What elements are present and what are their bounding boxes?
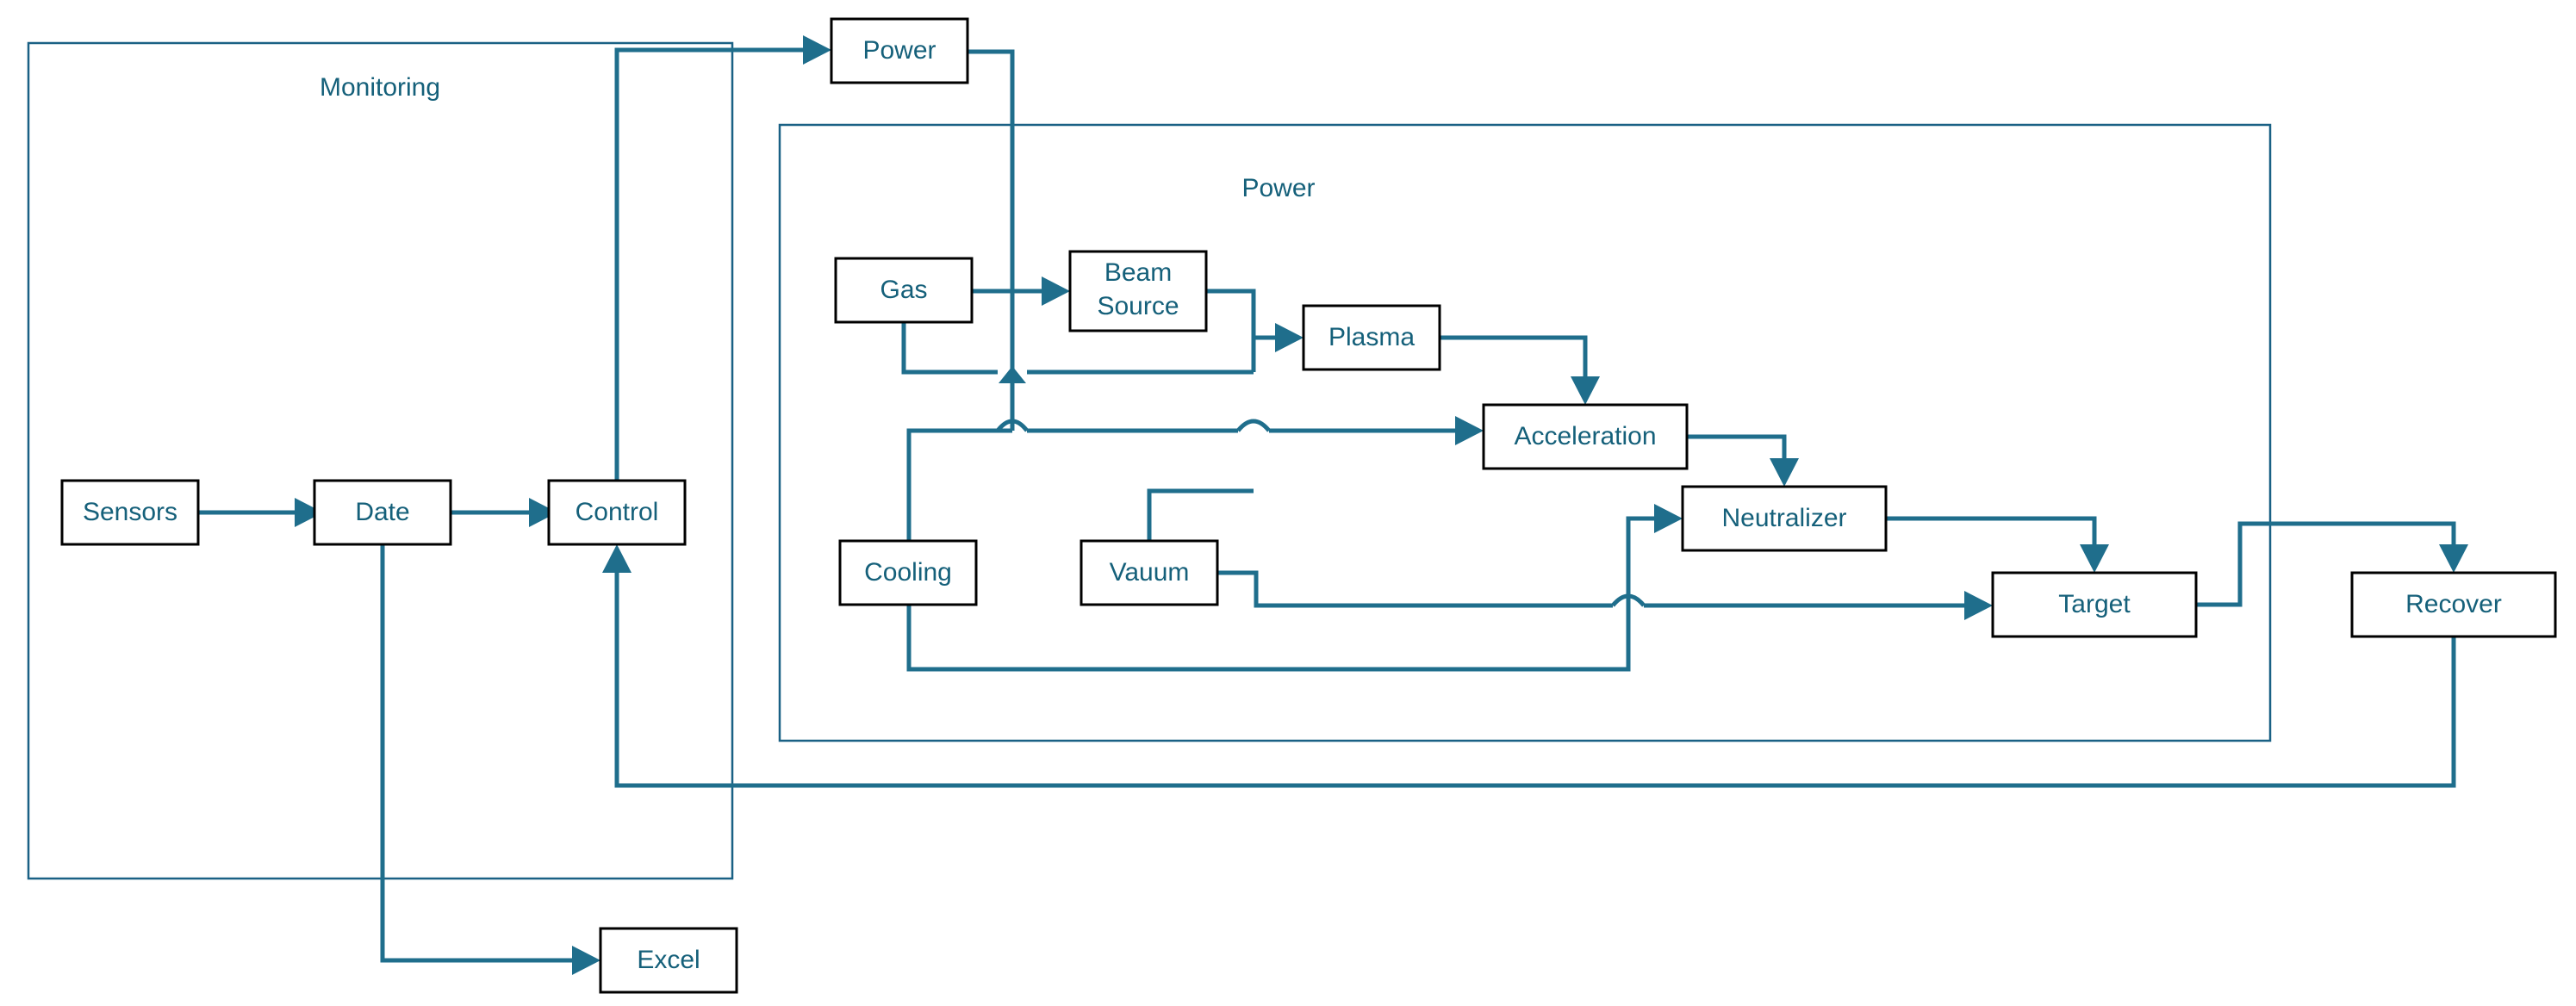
arrowhead-control-to-power	[803, 35, 831, 65]
arrowhead-gas-bus-up	[999, 366, 1026, 383]
node-control[interactable]: Control	[547, 479, 687, 546]
arrowhead-gas-to-beam-source	[1042, 276, 1070, 306]
control-label: Control	[576, 498, 659, 526]
node-acceleration[interactable]: Acceleration	[1482, 403, 1689, 470]
arrowhead-sensors-to-date	[295, 498, 323, 527]
cooling-box[interactable]	[838, 539, 978, 606]
gas-label: Gas	[880, 276, 927, 304]
power-group-label: Power	[1241, 174, 1315, 202]
target-label: Target	[2058, 590, 2131, 618]
node-target[interactable]: Target	[1991, 571, 2198, 638]
date-box[interactable]	[313, 479, 452, 546]
edge-vauum-feed-up	[1147, 488, 1254, 541]
power-label: Power	[862, 36, 936, 65]
plasma-box[interactable]	[1302, 304, 1441, 371]
line-jump-bus-2	[1236, 419, 1271, 432]
monitoring-group-label: Monitoring	[320, 73, 440, 102]
vauum-box[interactable]	[1080, 539, 1219, 606]
edge-cooling-to-acceleration	[906, 416, 1484, 541]
edge-sensors-to-date	[198, 498, 323, 527]
target-box[interactable]	[1991, 571, 2198, 638]
gas-box[interactable]	[834, 257, 974, 324]
beam-source-label-line2: Source	[1097, 292, 1179, 320]
edge-beam-source-to-plasma	[1206, 289, 1304, 352]
power-box[interactable]	[830, 17, 969, 84]
group-power: Power	[778, 123, 2272, 742]
beam-source-label-line1: Beam	[1104, 258, 1172, 287]
sensors-label: Sensors	[83, 498, 177, 526]
recover-label: Recover	[2405, 590, 2502, 618]
excel-label: Excel	[637, 946, 700, 974]
node-power[interactable]: Power	[830, 17, 969, 84]
edge-feedback-to-control	[602, 544, 2456, 788]
date-label: Date	[355, 498, 409, 526]
edge-cooling-to-neutralizer	[906, 504, 1683, 672]
edge-vauum-to-target	[1217, 570, 1993, 620]
node-gas[interactable]: Gas	[834, 257, 974, 324]
edge-neutralizer-to-target	[1886, 516, 2109, 573]
acceleration-label: Acceleration	[1514, 422, 1656, 450]
edge-target-to-recover	[2196, 521, 2468, 607]
plasma-label: Plasma	[1328, 323, 1415, 351]
node-excel[interactable]: Excel	[599, 927, 738, 994]
sensors-box[interactable]	[60, 479, 200, 546]
node-plasma[interactable]: Plasma	[1302, 304, 1441, 371]
cooling-label: Cooling	[864, 558, 952, 587]
arrowhead-date-to-excel	[572, 946, 600, 975]
arrowhead-date-to-control	[529, 498, 557, 527]
arrowhead-beam-source-to-plasma	[1275, 323, 1304, 352]
edge-gas-to-beam-source	[972, 276, 1070, 306]
arrowhead-feedback-to-control	[602, 544, 632, 573]
arrowhead-vauum-to-target	[1964, 591, 1993, 620]
control-box[interactable]	[547, 479, 687, 546]
arrowhead-target-to-recover	[2439, 544, 2468, 573]
node-date[interactable]: Date	[313, 479, 452, 546]
excel-box[interactable]	[599, 927, 738, 994]
neutralizer-box[interactable]	[1681, 485, 1888, 552]
beam-source-box[interactable]	[1068, 250, 1208, 332]
node-recover[interactable]: Recover	[2350, 571, 2557, 638]
vauum-label: Vauum	[1110, 558, 1190, 587]
edge-control-to-power	[614, 35, 831, 481]
recover-box[interactable]	[2350, 571, 2557, 638]
edge-acceleration-to-neutralizer	[1687, 434, 1799, 487]
edge-plasma-to-acceleration	[1440, 335, 1600, 405]
node-neutralizer[interactable]: Neutralizer	[1681, 485, 1888, 552]
node-beam-source[interactable]: Beam Source	[1068, 250, 1208, 332]
node-vauum[interactable]: Vauum	[1080, 539, 1219, 606]
acceleration-box[interactable]	[1482, 403, 1689, 470]
arrowhead-neutralizer-to-target	[2080, 544, 2109, 573]
node-sensors[interactable]: Sensors	[60, 479, 200, 546]
power-container-border	[778, 123, 2272, 742]
node-cooling[interactable]: Cooling	[838, 539, 978, 606]
arrowhead-cooling-to-acceleration	[1455, 416, 1484, 445]
neutralizer-label: Neutralizer	[1721, 504, 1846, 532]
edge-date-to-excel	[380, 544, 600, 975]
line-jump-bus-1	[996, 419, 1029, 432]
edge-date-to-control	[451, 498, 557, 527]
arrowhead-plasma-to-acceleration	[1571, 376, 1600, 405]
arrowhead-acceleration-to-neutralizer	[1770, 458, 1799, 487]
arrowhead-cooling-to-neutralizer	[1654, 504, 1683, 533]
edge-gas-bus-to-power-line	[901, 322, 1256, 383]
